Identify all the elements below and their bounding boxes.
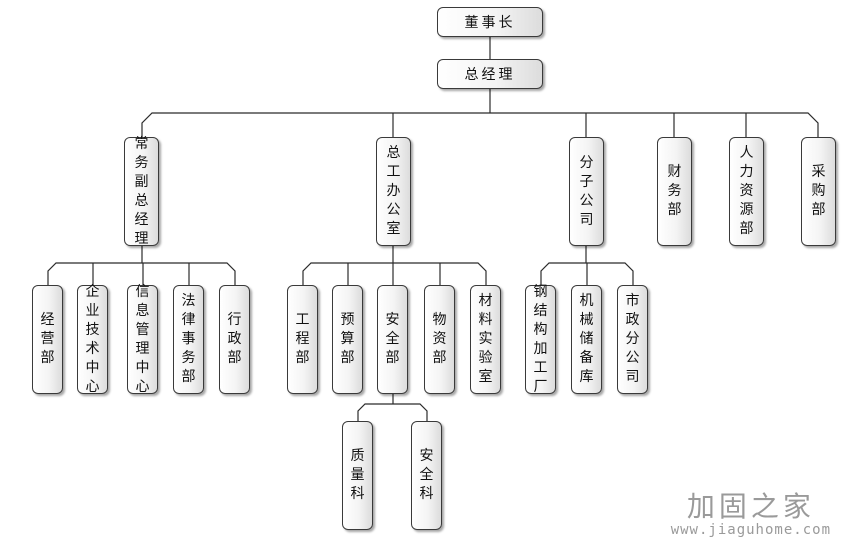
connector-branch-branch-2: [586, 262, 634, 285]
node-branch-companies: 分子公司: [569, 137, 604, 246]
connector-gm-branch-0: [141, 112, 490, 137]
connector-execvp-branch-0: [47, 262, 142, 285]
node-machinery-depot: 机械储备库: [571, 285, 602, 394]
watermark-logo: 加固之家 www.jiaguhome.com: [670, 490, 831, 539]
node-finance: 财务部: [657, 137, 692, 246]
node-budget: 预算部: [332, 285, 363, 394]
node-safety-section: 安全科: [411, 421, 442, 530]
node-materials-lab: 材料实验室: [470, 285, 501, 394]
node-general-manager: 总经理: [437, 59, 543, 89]
connector-safety-branch-0: [357, 403, 393, 421]
node-quality-section: 质量科: [342, 421, 373, 530]
node-safety-dept: 安全部: [377, 285, 408, 394]
connector-safety-branch-1: [393, 403, 428, 421]
connector-chiefeng-branch-4: [393, 262, 487, 285]
node-chief-engineer-office: 总工办公室: [376, 137, 411, 246]
node-human-resources: 人力资源部: [729, 137, 764, 246]
node-operations: 经营部: [32, 285, 63, 394]
node-materials: 物资部: [424, 285, 455, 394]
connector-gm-branch-5: [490, 112, 819, 137]
connector-chiefeng-branch-0: [302, 262, 393, 285]
node-executive-vice-gm: 常务副总经理: [124, 136, 159, 247]
node-engineering: 工程部: [287, 285, 318, 394]
node-steel-plant: 钢结构加工厂: [525, 284, 556, 395]
connector-branch-branch-0: [540, 262, 586, 285]
connector-execvp-branch-4: [142, 262, 236, 285]
node-admin: 行政部: [219, 285, 250, 394]
node-municipal-branch: 市政分公司: [617, 285, 648, 394]
node-purchasing: 采购部: [801, 137, 836, 246]
node-chairman: 董事长: [437, 7, 543, 37]
watermark-url: www.jiaguhome.com: [670, 522, 831, 538]
node-legal: 法律事务部: [173, 285, 204, 394]
node-tech-center: 企业技术中心: [77, 284, 108, 395]
watermark-title: 加固之家: [686, 490, 815, 523]
node-info-center: 信息管理中心: [127, 284, 158, 395]
